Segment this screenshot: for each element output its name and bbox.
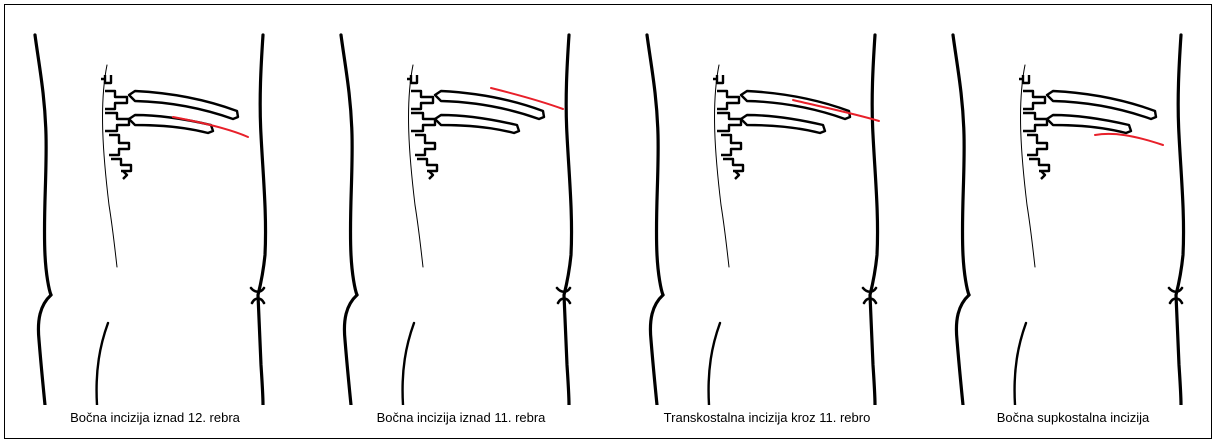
front-contour	[564, 35, 572, 405]
hip-contour	[38, 295, 51, 405]
vertebrae	[713, 75, 743, 179]
back-contour	[953, 35, 969, 295]
buttock-line	[1015, 323, 1026, 405]
hip-contour	[650, 295, 663, 405]
panel-1: Bočna incizija iznad 12. rebra	[5, 5, 305, 438]
panel-caption: Transkostalna incizija kroz 11. rebro	[617, 410, 917, 425]
back-contour	[35, 35, 51, 295]
buttock-line	[709, 323, 720, 405]
panel-3: Transkostalna incizija kroz 11. rebro	[617, 5, 917, 438]
vertebrae	[101, 75, 131, 179]
torso-outline	[953, 35, 1184, 405]
panel-2: Bočna incizija iznad 11. rebra	[311, 5, 611, 438]
front-contour	[1176, 35, 1184, 405]
panel-caption: Bočna incizija iznad 11. rebra	[311, 410, 611, 425]
front-contour	[870, 35, 878, 405]
buttock-line	[97, 323, 108, 405]
panel-4: Bočna supkostalna incizija	[923, 5, 1218, 438]
panel-caption: Bočna incizija iznad 12. rebra	[5, 410, 305, 425]
torso-outline	[341, 35, 572, 405]
figure-frame: Bočna incizija iznad 12. rebra Bočna inc…	[4, 4, 1212, 439]
rib-12	[741, 115, 825, 133]
ribs	[741, 91, 850, 133]
torso-outline	[35, 35, 266, 405]
hip-contour	[344, 295, 357, 405]
rib-12	[435, 115, 519, 133]
vertebrae	[1019, 75, 1049, 179]
rib-12	[129, 115, 213, 133]
panel-caption: Bočna supkostalna incizija	[923, 410, 1218, 425]
front-contour	[258, 35, 266, 405]
vertebrae	[407, 75, 437, 179]
incision-line	[1095, 134, 1163, 145]
rib-12	[1047, 115, 1131, 133]
ribs	[1047, 91, 1156, 133]
ribs	[129, 91, 238, 133]
incision-line	[793, 100, 879, 121]
back-contour	[341, 35, 357, 295]
back-contour	[647, 35, 663, 295]
buttock-line	[403, 323, 414, 405]
hip-contour	[956, 295, 969, 405]
torso-outline	[647, 35, 878, 405]
